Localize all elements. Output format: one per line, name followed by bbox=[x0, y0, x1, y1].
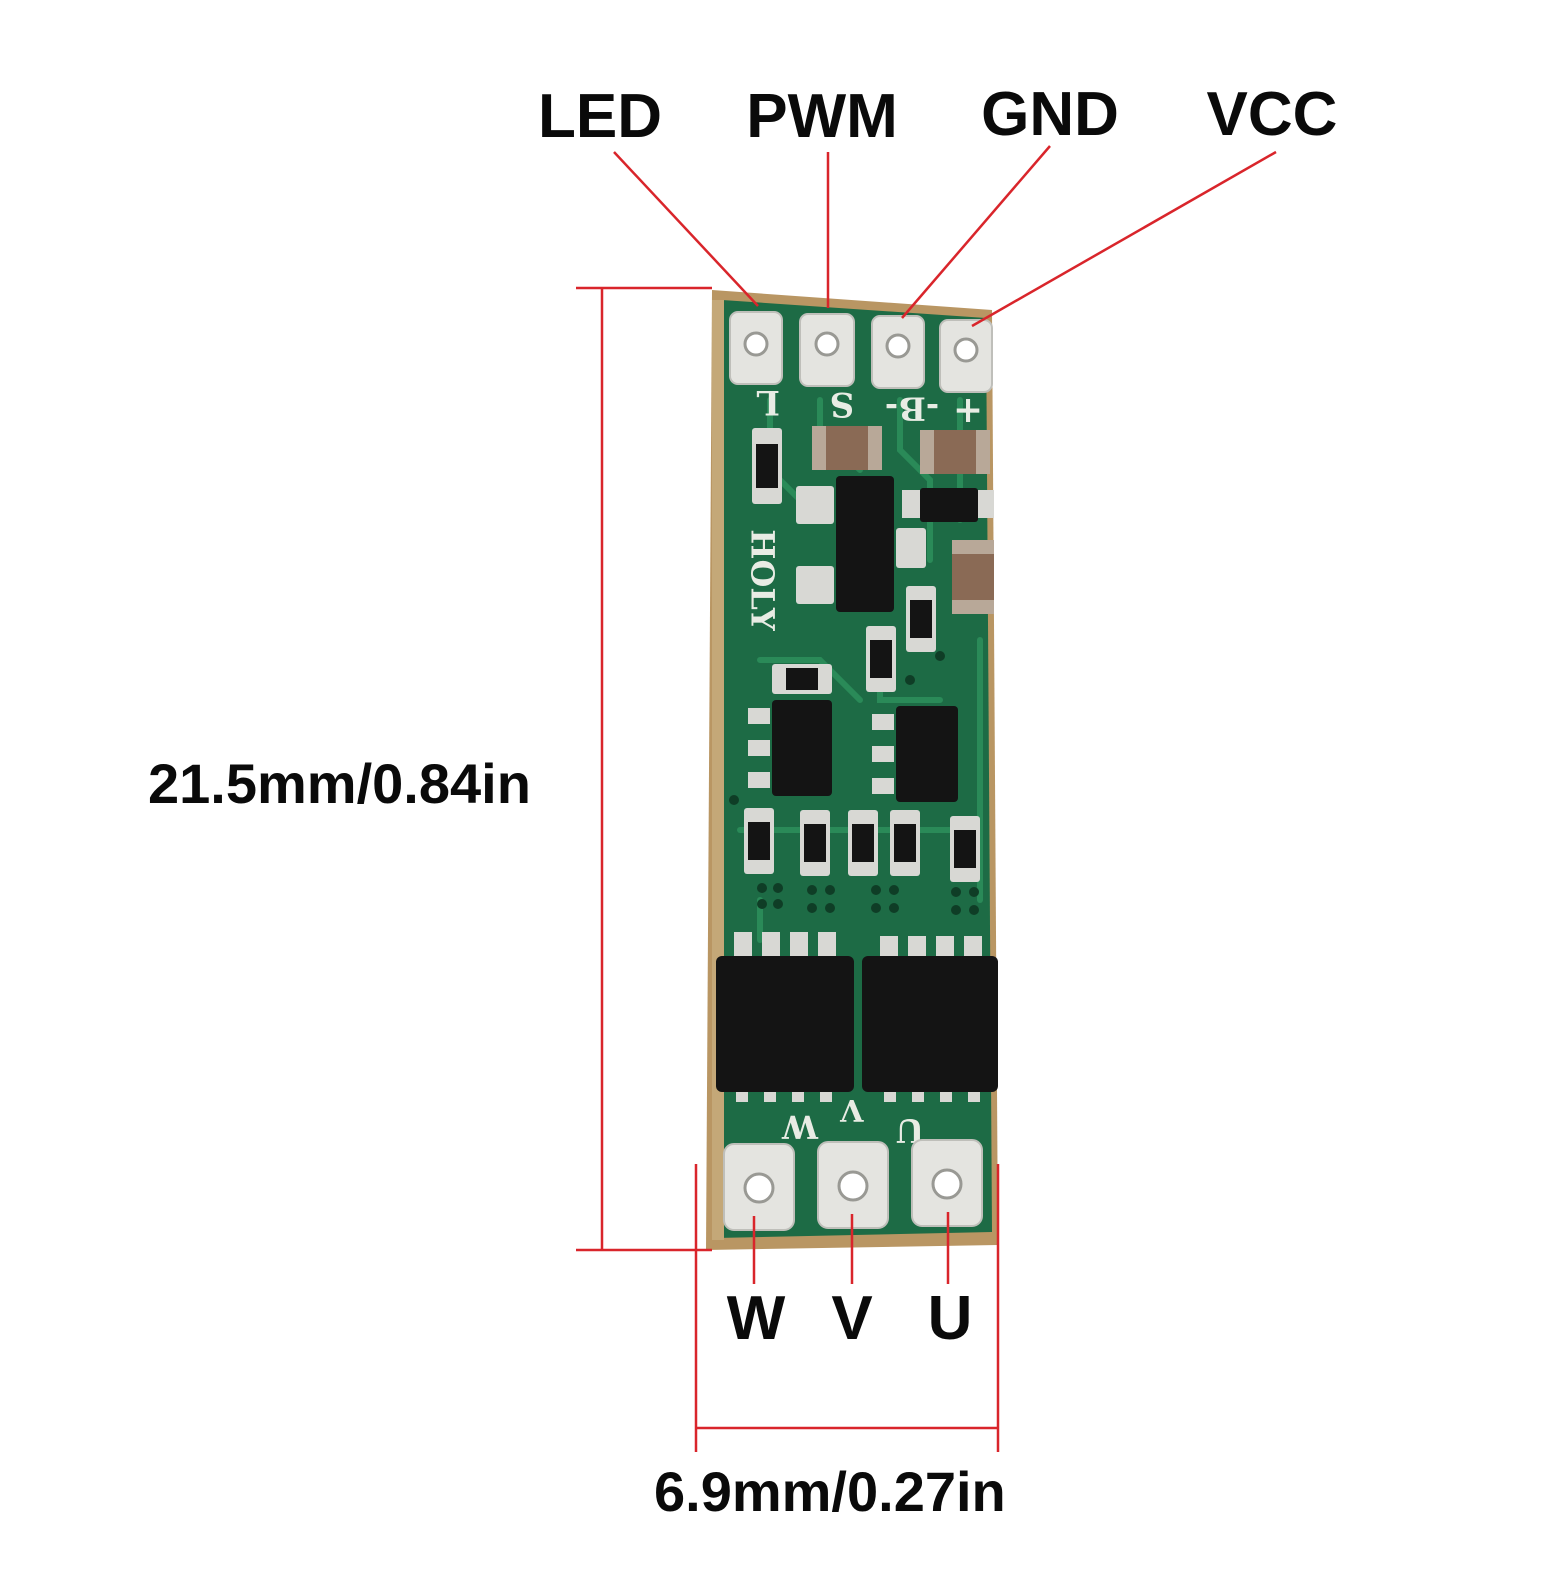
mosfet-right bbox=[862, 936, 998, 1102]
label-w: W bbox=[726, 1284, 786, 1353]
silk-mark-l: L bbox=[756, 382, 780, 422]
pad-pwm bbox=[799, 313, 855, 387]
pad-led bbox=[729, 311, 783, 385]
pad-vcc bbox=[939, 319, 993, 393]
vias bbox=[729, 651, 979, 915]
pcb-side-strip bbox=[712, 300, 724, 1240]
regulator-ic bbox=[796, 476, 926, 612]
silk-mark-w: W bbox=[781, 1108, 819, 1146]
top-pads bbox=[729, 311, 993, 393]
leader-led bbox=[613, 151, 759, 307]
leader-lines bbox=[613, 145, 1277, 1284]
width-dimension-label: 6.9mm/0.27in bbox=[654, 1460, 1006, 1523]
driver-ic-left bbox=[748, 700, 832, 796]
leader-vcc bbox=[971, 150, 1277, 328]
capacitors bbox=[812, 426, 994, 614]
height-dimension-label: 21.5mm/0.84in bbox=[148, 752, 531, 815]
pad-w bbox=[723, 1143, 795, 1231]
label-vcc: VCC bbox=[1206, 80, 1338, 149]
driver-ic-right bbox=[872, 706, 958, 802]
width-dimension-line bbox=[694, 1164, 1000, 1452]
label-led: LED bbox=[538, 82, 662, 151]
silk-brand: HOLY bbox=[744, 529, 782, 632]
label-u: U bbox=[927, 1284, 973, 1353]
label-v: V bbox=[831, 1284, 873, 1353]
label-pwm: PWM bbox=[746, 82, 898, 151]
silk-mark-v: V bbox=[840, 1092, 865, 1127]
pad-u bbox=[911, 1139, 983, 1227]
pad-gnd bbox=[871, 315, 925, 389]
silk-mark-s: S bbox=[830, 384, 855, 424]
label-gnd: GND bbox=[981, 80, 1119, 149]
pad-v bbox=[817, 1141, 889, 1229]
bottom-pads bbox=[723, 1139, 983, 1231]
leader-gnd bbox=[901, 145, 1051, 319]
silk-mark-b: -B- bbox=[885, 390, 939, 428]
smd-resistors bbox=[744, 428, 980, 882]
mosfet-left bbox=[716, 932, 854, 1102]
height-dimension-line bbox=[576, 286, 712, 1252]
sot23-transistor bbox=[902, 488, 994, 522]
silk-mark-plus: + bbox=[953, 390, 983, 432]
